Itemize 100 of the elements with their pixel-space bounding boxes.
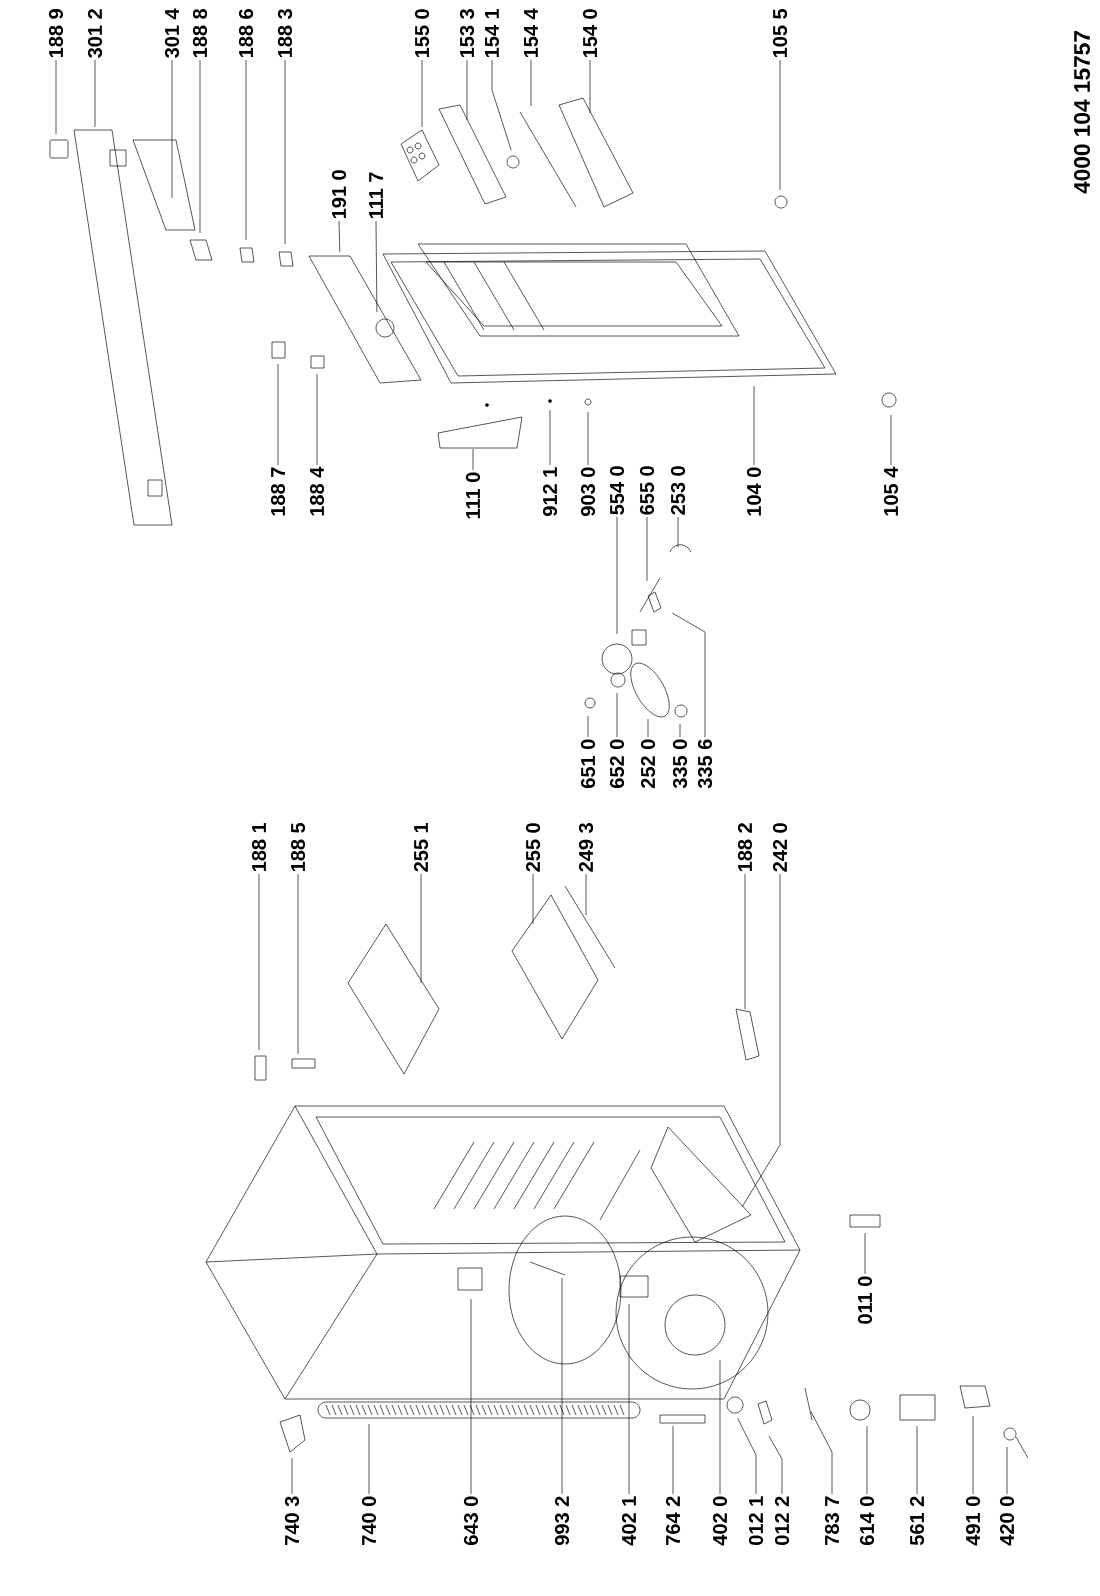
leader-line bbox=[530, 59, 532, 107]
callout-number: 335 0 bbox=[672, 739, 688, 789]
leader-line bbox=[420, 873, 422, 984]
leader-line bbox=[199, 59, 201, 234]
callout-number: 188 2 bbox=[737, 823, 753, 872]
leader-line bbox=[628, 1303, 630, 1495]
leader-line bbox=[587, 715, 589, 738]
leader-line bbox=[741, 873, 781, 1208]
leader-line bbox=[466, 59, 468, 121]
leader-line bbox=[585, 873, 587, 916]
leader-line bbox=[532, 873, 534, 925]
callout-number: 249 3 bbox=[578, 823, 594, 872]
callout-number: 420 0 bbox=[999, 1496, 1015, 1546]
leader-line bbox=[616, 516, 618, 635]
callout-number: 643 0 bbox=[463, 1496, 479, 1545]
leader-line bbox=[719, 1359, 721, 1495]
leader-line bbox=[768, 1435, 783, 1495]
leader-line bbox=[744, 873, 746, 1010]
document-number: 4000 104 15757 bbox=[1074, 31, 1091, 194]
leader-line bbox=[291, 1457, 293, 1495]
leader-line bbox=[338, 220, 341, 253]
leader-line bbox=[810, 1411, 833, 1495]
leader-line bbox=[297, 873, 299, 1055]
leader-line bbox=[94, 59, 96, 128]
callout-number: 105 5 bbox=[772, 8, 788, 58]
callout-number: 155 0 bbox=[414, 9, 430, 58]
callout-number: 105 4 bbox=[883, 466, 899, 516]
callout-number: 188 4 bbox=[309, 466, 325, 516]
callout-number: 011 0 bbox=[857, 1276, 873, 1324]
leader-line bbox=[421, 59, 423, 128]
callout-number: 614 0 bbox=[859, 1496, 875, 1545]
leader-line bbox=[171, 59, 173, 199]
leader-line bbox=[245, 59, 247, 241]
callout-number: 764 2 bbox=[665, 1496, 681, 1545]
leader-line bbox=[284, 59, 286, 245]
callout-number: 188 7 bbox=[270, 467, 286, 516]
leader-line bbox=[647, 718, 649, 738]
callout-number: 191 0 bbox=[331, 170, 347, 219]
callout-number: 301 4 bbox=[164, 8, 180, 58]
callout-number: 255 1 bbox=[413, 822, 429, 872]
callout-number: 655 0 bbox=[639, 466, 655, 515]
callout-number: 153 3 bbox=[459, 9, 475, 58]
leader-line bbox=[679, 723, 681, 738]
callout-number: 783 7 bbox=[824, 1496, 840, 1545]
leader-line bbox=[779, 59, 781, 191]
leader-line bbox=[671, 612, 706, 738]
callout-number: 301 2 bbox=[87, 9, 103, 58]
callout-number: 242 0 bbox=[772, 823, 788, 872]
callout-number: 912 1 bbox=[542, 467, 558, 517]
leader-line bbox=[587, 411, 589, 466]
callout-number: 188 5 bbox=[290, 822, 306, 872]
leader-line bbox=[1006, 1446, 1008, 1495]
callout-number: 402 0 bbox=[712, 1496, 728, 1546]
leader-line bbox=[916, 1425, 918, 1495]
callout-number: 903 0 bbox=[580, 467, 596, 517]
leader-line bbox=[368, 1423, 370, 1495]
leader-line bbox=[589, 59, 591, 114]
callout-number: 491 0 bbox=[965, 1496, 981, 1546]
callout-number: 111 0 bbox=[465, 472, 481, 519]
leader-line bbox=[866, 1425, 868, 1495]
leader-line bbox=[470, 1298, 472, 1495]
callout-number: 652 0 bbox=[609, 739, 625, 788]
leader-line bbox=[864, 1232, 866, 1275]
callout-number: 651 0 bbox=[580, 739, 596, 788]
callout-number: 255 0 bbox=[525, 823, 541, 872]
callout-number: 188 6 bbox=[238, 9, 254, 58]
leader-line bbox=[737, 1418, 757, 1495]
leader-line bbox=[549, 409, 551, 466]
leader-line bbox=[646, 516, 648, 582]
callout-number: 154 4 bbox=[524, 8, 538, 58]
callout-number: 253 0 bbox=[670, 466, 686, 515]
leader-line bbox=[890, 414, 892, 466]
callout-number: 335 6 bbox=[697, 739, 713, 789]
callout-number: 111 7 bbox=[369, 172, 383, 219]
callout-number: 554 0 bbox=[609, 466, 625, 515]
callout-number: 561 2 bbox=[909, 1496, 925, 1546]
leader-line bbox=[491, 59, 512, 151]
leader-line bbox=[472, 448, 474, 471]
callout-number: 740 3 bbox=[284, 1496, 300, 1545]
callout-number: 188 9 bbox=[48, 9, 64, 58]
leader-line bbox=[972, 1415, 974, 1495]
callout-number: 188 3 bbox=[277, 9, 293, 58]
callout-number: 012 2 bbox=[774, 1496, 790, 1545]
callout-number: 740 0 bbox=[361, 1496, 377, 1545]
callout-number: 188 8 bbox=[192, 8, 208, 58]
callout-number: 154 0 bbox=[582, 9, 598, 58]
leader-line bbox=[375, 220, 378, 313]
leader-line bbox=[616, 692, 618, 738]
leader-line bbox=[277, 363, 279, 466]
callout-number: 012 1 bbox=[748, 1496, 764, 1545]
leader-line bbox=[258, 873, 260, 1051]
leader-line bbox=[55, 59, 57, 135]
callout-number: 104 0 bbox=[746, 467, 762, 516]
callout-number: 993 2 bbox=[554, 1496, 570, 1546]
callout-number: 154 1 bbox=[485, 8, 499, 58]
leader-line bbox=[316, 373, 318, 466]
callout-number: 188 1 bbox=[251, 822, 267, 872]
leader-line bbox=[561, 1277, 563, 1495]
leader-line bbox=[753, 385, 755, 466]
leader-line bbox=[672, 1425, 674, 1495]
